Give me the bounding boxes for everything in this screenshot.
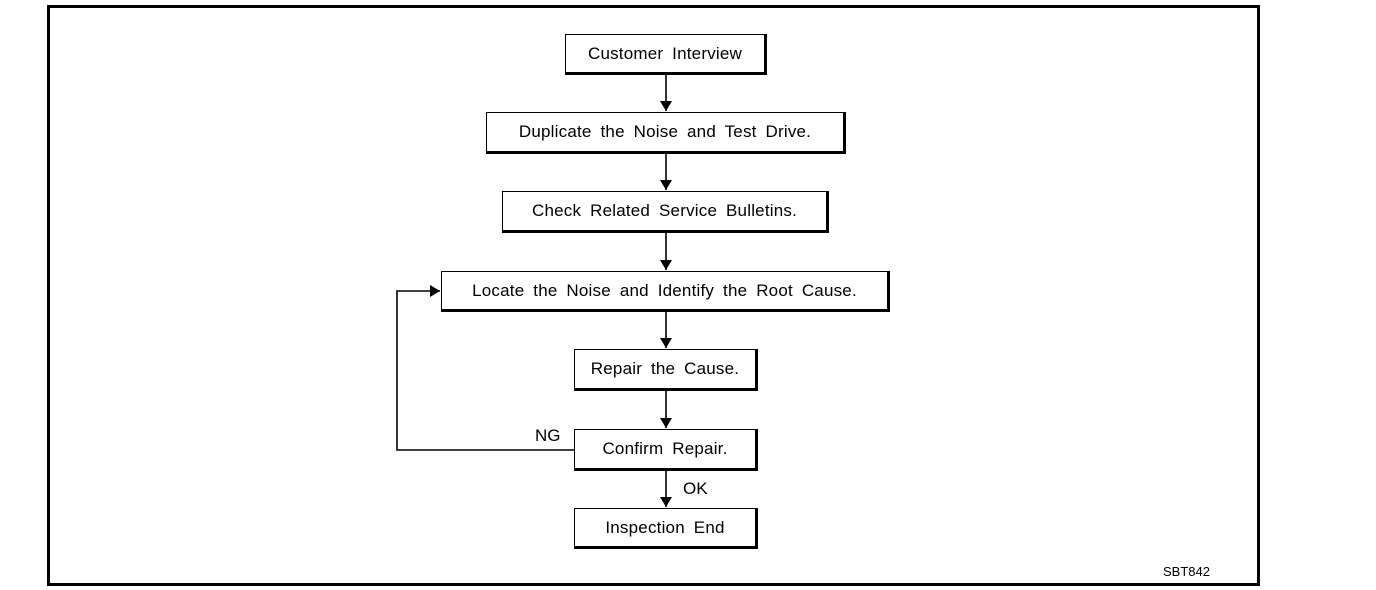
diagram-frame (47, 5, 1260, 586)
step-customer-interview: Customer Interview (565, 34, 767, 75)
step-confirm-repair: Confirm Repair. (574, 429, 758, 471)
arrow-confirm-to-locate-loop (396, 285, 575, 451)
step-check-bulletins: Check Related Service Bulletins. (502, 191, 829, 233)
step-inspection-end: Inspection End (574, 508, 758, 549)
step-locate-noise: Locate the Noise and Identify the Root C… (441, 271, 890, 312)
edge-label-ok: OK (683, 479, 708, 498)
step-duplicate-noise: Duplicate the Noise and Test Drive. (486, 112, 846, 154)
edge-label-ng: NG (535, 426, 561, 445)
step-repair-cause: Repair the Cause. (574, 349, 758, 391)
figure-code: SBT842 (1163, 564, 1210, 579)
